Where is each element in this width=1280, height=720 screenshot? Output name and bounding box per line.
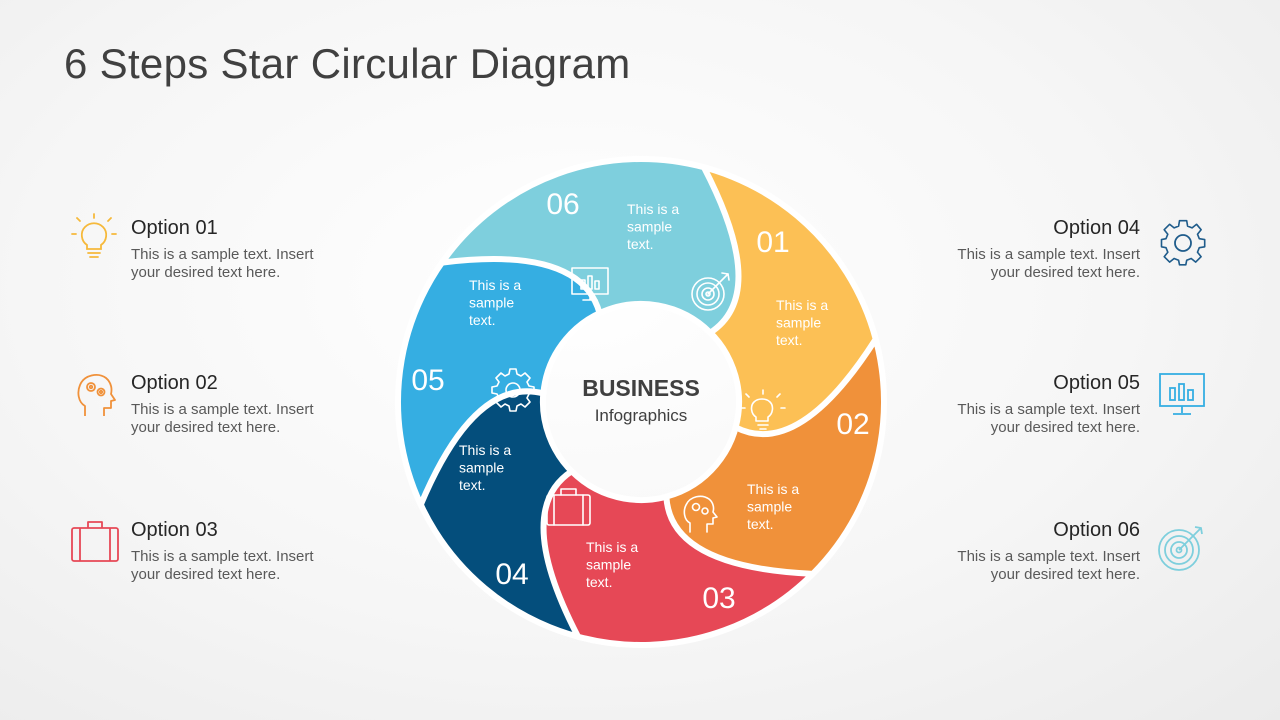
- segment-text-line: text.: [776, 332, 802, 348]
- target-icon: [691, 272, 730, 311]
- segment-text-line: text.: [586, 574, 612, 590]
- segment-text-line: This is a: [747, 481, 799, 497]
- center-subtitle: Infographics: [595, 406, 688, 425]
- segment-number-03: 03: [702, 582, 735, 615]
- option-02: Option 02 This is a sample text. Insert …: [131, 372, 431, 437]
- segment-text-line: sample: [776, 315, 821, 331]
- segment-text-line: text.: [459, 477, 485, 493]
- segment-text-line: This is a: [459, 442, 511, 458]
- option-description: This is a sample text. Insert your desir…: [957, 401, 1140, 436]
- segment-text-line: This is a: [776, 297, 828, 313]
- monitor-chart-icon: [571, 267, 609, 301]
- option-title: Option 03: [131, 519, 218, 541]
- option-title: Option 01: [131, 217, 218, 239]
- segment-text-line: sample: [459, 460, 504, 476]
- option-description: This is a sample text. Insert your desir…: [957, 548, 1140, 583]
- gear-icon: [1160, 219, 1206, 266]
- option-06: Option 06 This is a sample text. Insert …: [840, 519, 1140, 584]
- option-description: This is a sample text. Insert your desir…: [131, 548, 314, 583]
- segment-number-02: 02: [836, 408, 869, 441]
- option-04: Option 04 This is a sample text. Insert …: [840, 217, 1140, 282]
- segment-06: [438, 156, 742, 336]
- gear-icon: [491, 368, 535, 412]
- option-03: Option 03 This is a sample text. Insert …: [131, 519, 431, 584]
- lightbulb-icon: [740, 389, 786, 430]
- segment-number-04: 04: [495, 558, 528, 591]
- briefcase-icon: [71, 521, 119, 562]
- segment-number-06: 06: [546, 188, 579, 221]
- target-icon: [1158, 526, 1203, 571]
- briefcase-icon: [546, 488, 591, 526]
- head-gears-icon: [683, 495, 718, 533]
- page-title: 6 Steps Star Circular Diagram: [64, 40, 631, 87]
- segment-number-01: 01: [756, 226, 789, 259]
- segment-text-line: text.: [469, 312, 495, 328]
- option-title: Option 02: [131, 372, 218, 394]
- option-05: Option 05 This is a sample text. Insert …: [840, 372, 1140, 437]
- segment-text-line: This is a: [586, 539, 638, 555]
- head-gears-icon: [77, 374, 116, 416]
- segment-text-line: sample: [627, 219, 672, 235]
- segment-text-line: sample: [469, 295, 514, 311]
- monitor-chart-icon: [1159, 373, 1205, 415]
- segment-text-line: sample: [747, 499, 792, 515]
- option-title: Option 04: [1053, 217, 1140, 239]
- segment-text-line: text.: [747, 516, 773, 532]
- option-description: This is a sample text. Insert your desir…: [131, 246, 314, 281]
- segment-text-line: This is a: [469, 277, 521, 293]
- segment-text-line: This is a: [627, 201, 679, 217]
- option-title: Option 05: [1053, 372, 1140, 394]
- lightbulb-icon: [71, 213, 117, 258]
- option-01: Option 01 This is a sample text. Insert …: [131, 217, 431, 282]
- center-title: BUSINESS: [582, 375, 700, 401]
- option-description: This is a sample text. Insert your desir…: [957, 246, 1140, 281]
- option-description: This is a sample text. Insert your desir…: [131, 401, 314, 436]
- segment-text-line: sample: [586, 557, 631, 573]
- segment-text-line: text.: [627, 236, 653, 252]
- option-title: Option 06: [1053, 519, 1140, 541]
- segment-number-05: 05: [411, 364, 444, 397]
